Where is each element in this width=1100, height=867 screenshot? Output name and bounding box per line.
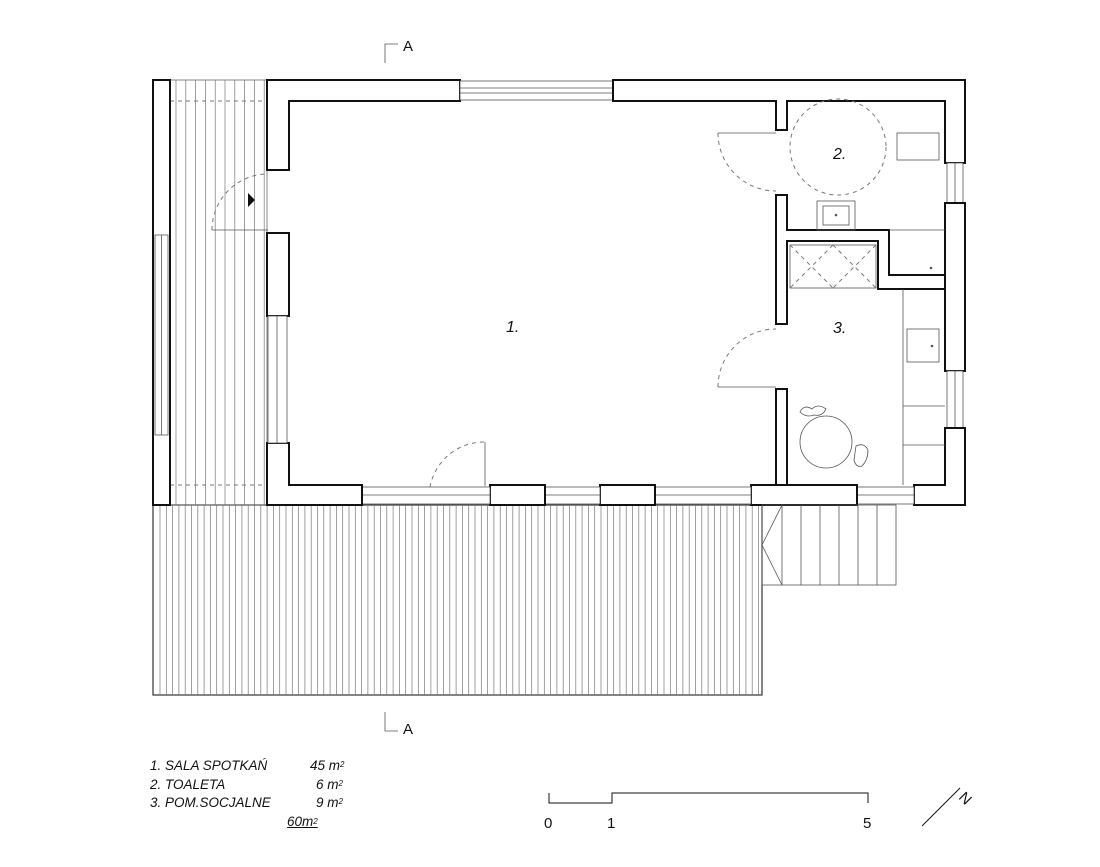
legend-room-name: 3. POM.SOCJALNE — [150, 795, 271, 810]
north-arrow-icon: N — [921, 787, 975, 827]
entrance-arrow-icon — [248, 193, 255, 207]
legend-room-name: 1. SALA SPOTKAŃ — [150, 758, 268, 773]
legend-room-name: 2. TOALETA — [150, 776, 226, 792]
doors — [211, 132, 777, 488]
scale-label-5: 5 — [863, 815, 871, 832]
toilet-fixtures — [789, 98, 945, 270]
scale-label-0: 0 — [544, 815, 552, 832]
scale-bar: 0 1 5 — [544, 792, 871, 832]
legend-room-area: 6 m2 — [316, 776, 343, 792]
legend-total-area: 60m2 — [287, 813, 318, 829]
svg-text:A: A — [403, 721, 413, 738]
section-marker-bottom: A — [384, 712, 413, 738]
legend-room-area: 45 m2 — [310, 758, 345, 773]
exterior-walls — [266, 79, 966, 506]
stairs — [761, 504, 897, 586]
interior-walls — [775, 194, 946, 486]
room-label-2: 2. — [832, 146, 846, 163]
section-marker-top: A — [384, 38, 413, 63]
kitchen-fixtures — [799, 289, 945, 485]
shower — [789, 244, 877, 289]
room-label-3: 3. — [833, 320, 846, 337]
svg-text:A: A — [403, 38, 413, 55]
legend-room-area: 9 m2 — [316, 795, 343, 810]
scale-label-1: 1 — [607, 815, 615, 832]
room-label-1: 1. — [506, 319, 519, 336]
deck — [152, 79, 763, 696]
pergola-posts — [152, 79, 171, 506]
north-label: N — [955, 789, 975, 809]
